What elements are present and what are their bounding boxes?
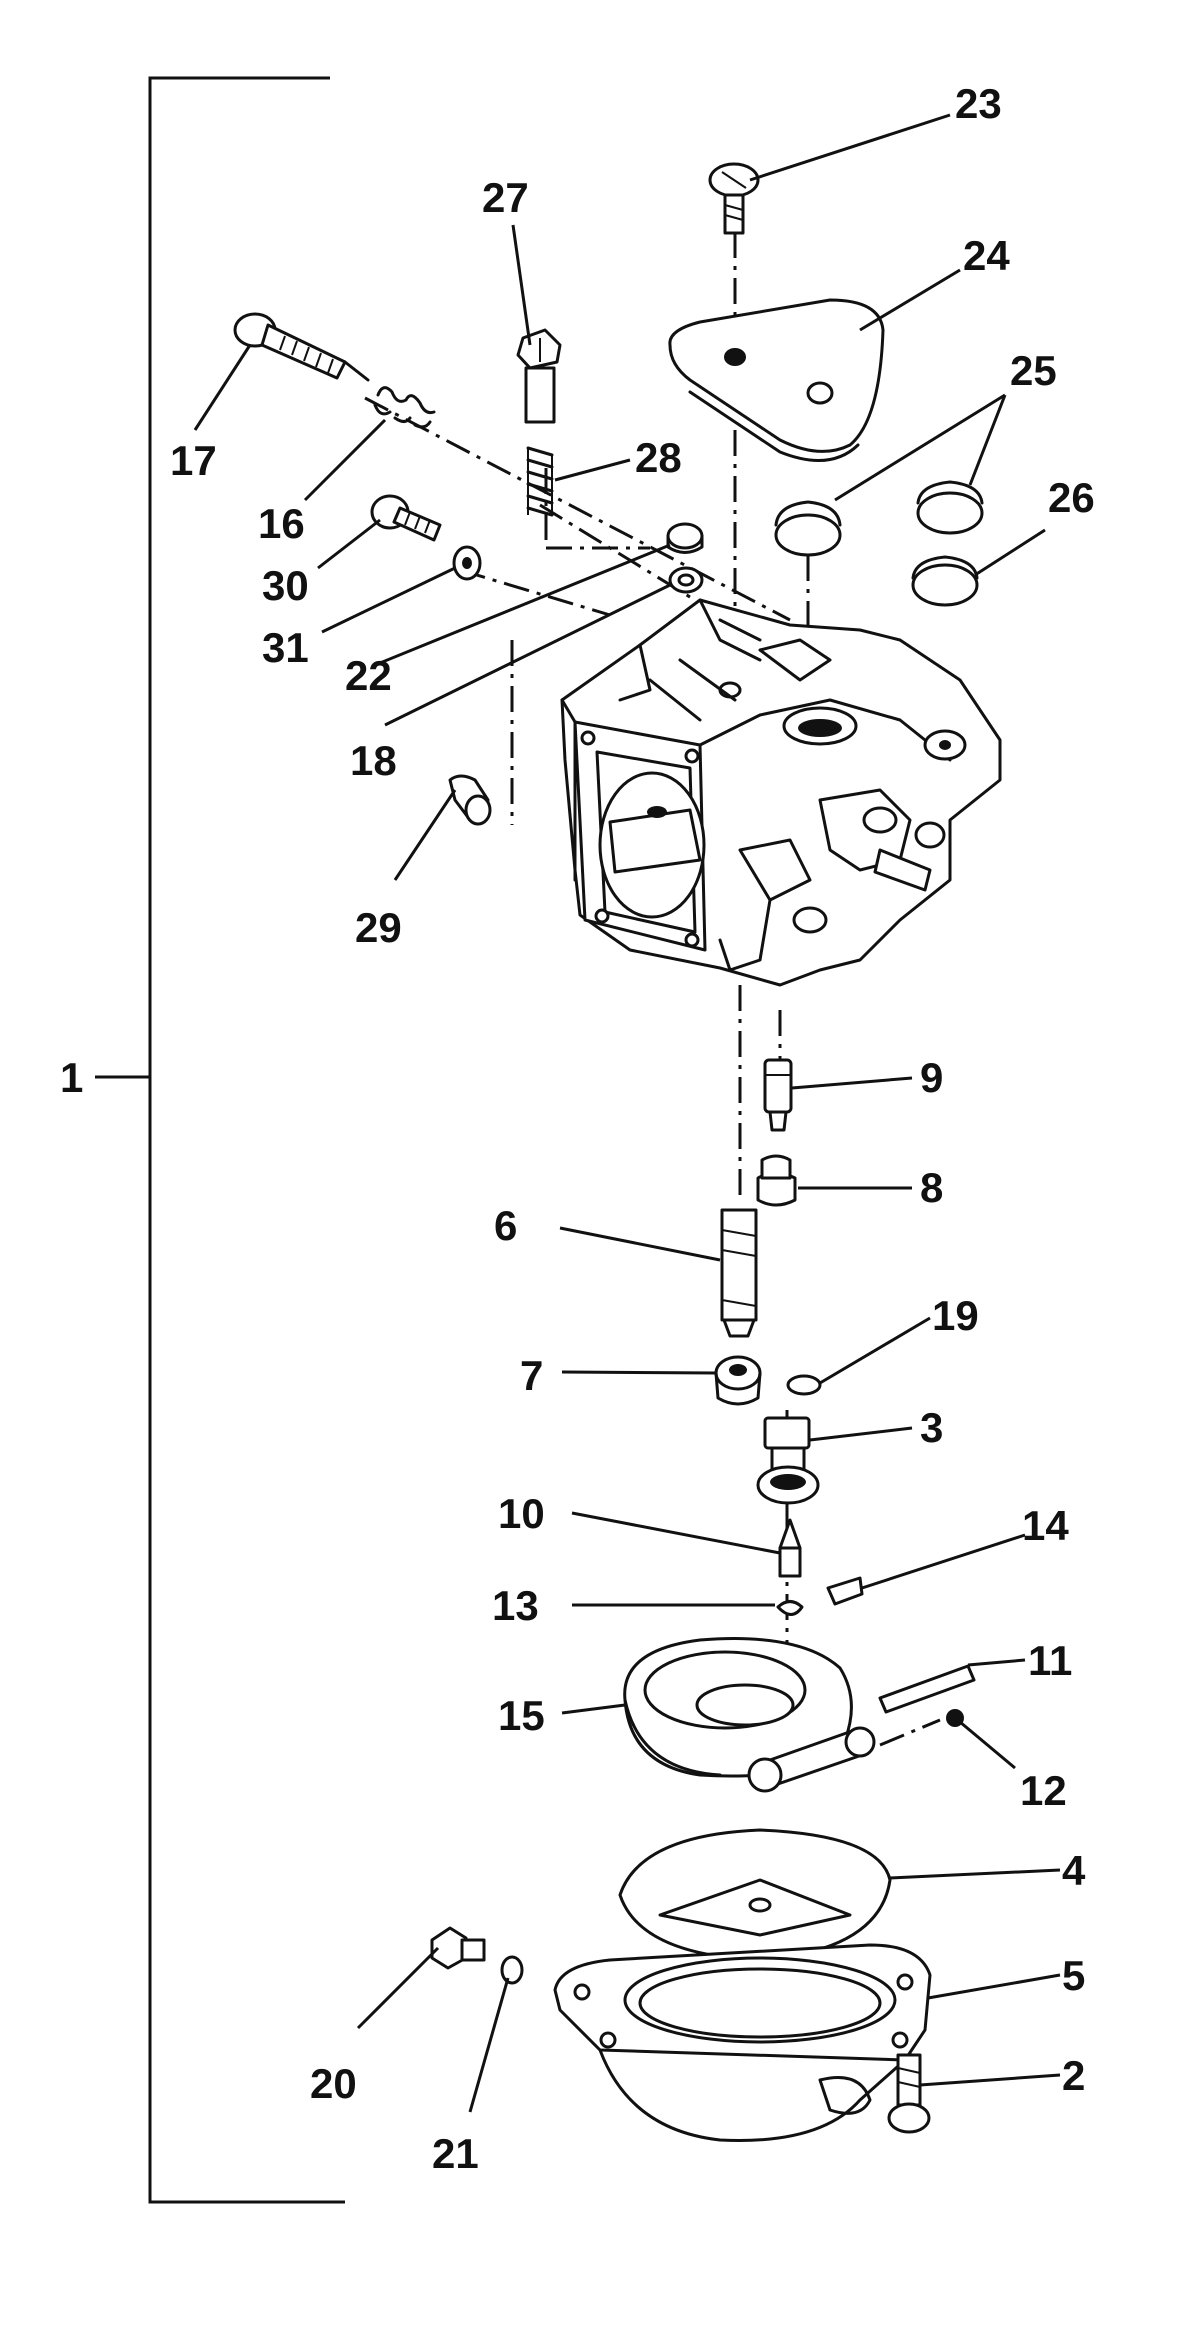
part-2-screw (887, 2053, 931, 2134)
callout-18: 18 (350, 737, 397, 784)
callout-8: 8 (920, 1164, 943, 1211)
part-27-screw (516, 328, 562, 424)
assembly-bracket (95, 76, 345, 2204)
part-24-cover-plate (668, 298, 885, 462)
part-7-main-jet (714, 1355, 762, 1406)
callout-26: 26 (1048, 474, 1095, 521)
callout-24: 24 (963, 232, 1010, 279)
part-22-cap (666, 522, 704, 554)
callout-9: 9 (920, 1054, 943, 1101)
part-17-adjusting-screw (233, 312, 370, 382)
callout-7: 7 (520, 1352, 543, 1399)
part-18-washer (668, 566, 704, 594)
part-31-washer (452, 545, 482, 581)
part-4-gasket (618, 1828, 892, 1962)
part-13-clip (776, 1600, 804, 1616)
callout-13: 13 (492, 1582, 539, 1629)
part-10-needle (778, 1518, 802, 1578)
part-29-fitting (448, 774, 492, 826)
part-21-washer (500, 1955, 524, 1985)
part-20-drain-screw (430, 1926, 486, 1970)
callout-25: 25 (1010, 347, 1057, 394)
callout-22: 22 (345, 652, 392, 699)
part-26-plug (911, 555, 979, 607)
assembly-axis-lines (364, 232, 941, 2055)
callout-21: 21 (432, 2130, 479, 2177)
callout-10: 10 (498, 1490, 545, 1537)
part-30-screw (370, 494, 442, 542)
callout-29: 29 (355, 904, 402, 951)
callout-23: 23 (955, 80, 1002, 127)
part-19-o-ring (786, 1374, 822, 1396)
part-15-float (623, 1637, 876, 1793)
part-5-float-bowl (553, 1943, 932, 2142)
callout-1: 1 (60, 1054, 83, 1101)
part-25-plugs (774, 480, 984, 557)
callout-30: 30 (262, 562, 309, 609)
part-12-screw (946, 1709, 964, 1727)
callout-20: 20 (310, 2060, 357, 2107)
part-14-retainer (826, 1576, 864, 1606)
part-3-needle-seat (756, 1416, 820, 1505)
callout-14: 14 (1022, 1502, 1069, 1549)
callout-17: 17 (170, 437, 217, 484)
callout-6: 6 (494, 1202, 517, 1249)
callout-16: 16 (258, 500, 305, 547)
callout-12: 12 (1020, 1767, 1067, 1814)
callout-15: 15 (498, 1692, 545, 1739)
callout-19: 19 (932, 1292, 979, 1339)
carburetor-body (560, 598, 1002, 987)
callout-27: 27 (482, 174, 529, 221)
callout-labels: 1 2 3 4 5 6 7 8 9 10 11 12 13 14 15 16 1… (60, 80, 1095, 2177)
part-23-screw (708, 162, 760, 235)
part-8-holder (756, 1154, 797, 1207)
part-6-emulsion-tube (720, 1208, 758, 1338)
callout-4: 4 (1062, 1847, 1086, 1894)
part-11-float-pin (878, 1664, 976, 1714)
callout-2: 2 (1062, 2052, 1085, 2099)
part-16-spring (373, 386, 436, 429)
callout-5: 5 (1062, 1952, 1085, 1999)
callout-3: 3 (920, 1404, 943, 1451)
callout-11: 11 (1028, 1637, 1072, 1684)
callout-31: 31 (262, 624, 309, 671)
part-28-spring (526, 446, 554, 517)
callout-28: 28 (635, 434, 682, 481)
part-9-jet (763, 1058, 793, 1132)
callout-leader-lines (193, 113, 1061, 2113)
